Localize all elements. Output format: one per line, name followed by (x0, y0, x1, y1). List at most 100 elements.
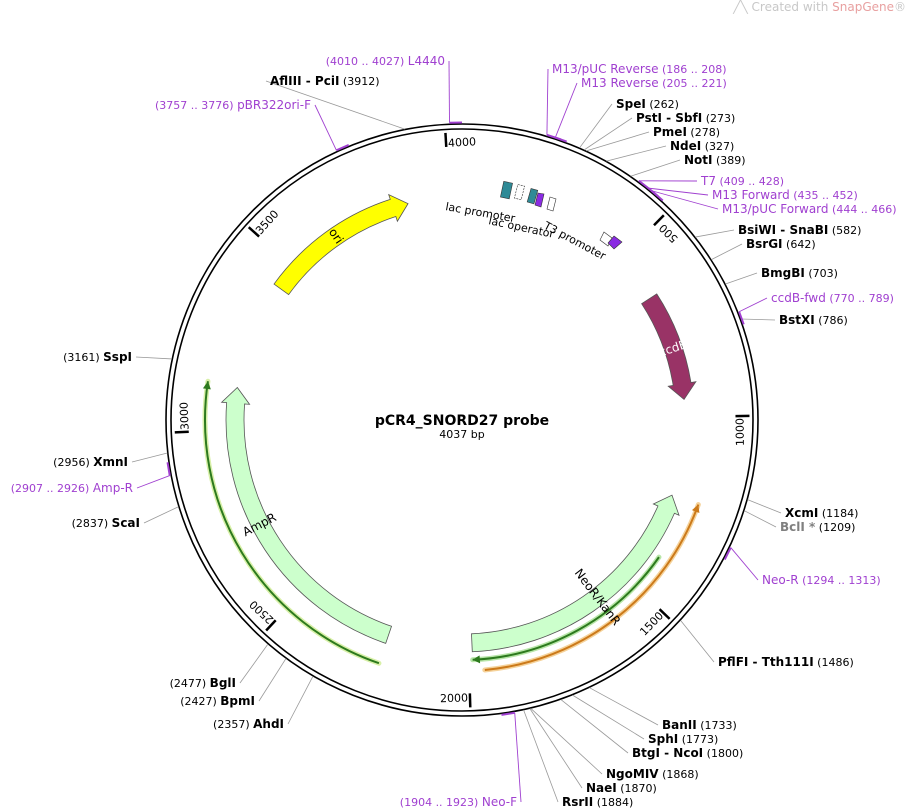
ccdb-feature-arrow[interactable] (641, 293, 697, 401)
primer-range: (186 .. 208) (659, 63, 727, 76)
enzyme-name: BtgI (632, 746, 660, 760)
m13-rev-feature (534, 192, 545, 208)
enzyme-leader-line (560, 699, 629, 754)
primer-name: Neo-R (762, 573, 799, 587)
enzyme-position: (2357) (213, 718, 253, 731)
primer-label-neo-r[interactable]: Neo-R (1294 .. 1313) (762, 573, 881, 587)
ori-feature-arrow[interactable] (273, 193, 409, 296)
enzyme-name: SphI (648, 732, 678, 746)
enzyme-label-bpmi[interactable]: (2427) BpmI (180, 694, 255, 708)
enzyme-label-rsrii[interactable]: RsrII (1884) (562, 795, 633, 809)
enzyme-label-banii[interactable]: BanII (1733) (662, 718, 737, 732)
primer-name: T7 (700, 174, 716, 188)
enzyme-label-naei[interactable]: NaeI (1870) (586, 781, 657, 795)
primer-label-m13-puc-forward[interactable]: M13/pUC Forward (444 .. 466) (722, 202, 897, 216)
enzyme-label-bgli[interactable]: (2477) BglI (170, 676, 236, 690)
lac-operator-feature[interactable] (526, 188, 539, 205)
enzyme-leader-line (131, 452, 168, 463)
enzyme-leader-line (143, 506, 179, 524)
enzyme-label-ahdi[interactable]: (2357) AhdI (213, 717, 284, 731)
enzyme-name: BanII (662, 718, 697, 732)
enzyme-name: SpeI (616, 97, 646, 111)
watermark-reg: ® (894, 0, 906, 14)
enzyme-label-xmni[interactable]: (2956) XmnI (53, 455, 128, 469)
primer-label-l4440[interactable]: (4010 .. 4027) L4440 (326, 54, 445, 68)
primer-label-ccdb-fwd[interactable]: ccdB-fwd (770 .. 789) (771, 291, 894, 305)
enzyme-label-btgi[interactable]: BtgI - NcoI (1800) (632, 746, 743, 760)
enzyme-leader-line (584, 117, 633, 151)
primer-name: Neo-F (482, 795, 517, 809)
enzyme-name: NgoMIV (606, 767, 659, 781)
enzyme-name: BstXI (779, 313, 815, 327)
enzyme-separator: - (748, 655, 761, 669)
enzyme-leader-line (630, 159, 681, 177)
backbone-outer (165, 123, 759, 717)
lac-promoter-feature[interactable] (500, 180, 513, 200)
enzyme-label-ngomiv[interactable]: NgoMIV (1868) (606, 767, 699, 781)
enzyme-label-sspi[interactable]: (3161) SspI (63, 350, 132, 364)
enzyme-position: (786) (815, 314, 848, 327)
t3-left-arrow (546, 196, 557, 212)
ampr-feature-arrow[interactable] (220, 386, 393, 644)
neo-orf-green-head (472, 655, 481, 664)
enzyme-label-psti[interactable]: PstI - SbfI (273) (636, 111, 735, 125)
tick-mark (265, 619, 277, 632)
enzyme-name: NdeI (670, 139, 701, 153)
primer-label-t7[interactable]: T7 (409 .. 428) (700, 174, 784, 188)
m13-rev-arrow (534, 192, 545, 208)
enzyme-leader-line (740, 318, 776, 321)
enzyme-label-bstxi[interactable]: BstXI (786) (779, 313, 848, 327)
enzyme-label-afliii[interactable]: AflIII - PciI (3912) (270, 74, 380, 88)
enzyme-label-bmgbi[interactable]: BmgBI (703) (761, 266, 838, 280)
primer-name: M13 Forward (712, 188, 790, 202)
enzyme-label-pmei[interactable]: PmeI (278) (653, 125, 720, 139)
primer-leader-line (738, 297, 768, 313)
neo-orf-orange-head (691, 504, 700, 514)
primer-label-m13-puc-reverse[interactable]: M13/pUC Reverse (186 .. 208) (552, 62, 727, 76)
primer-leader-line (314, 104, 337, 151)
primer-name: pBR322ori-F (237, 98, 311, 112)
enzyme-name: XmnI (93, 455, 128, 469)
enzyme-leader-line (265, 80, 405, 130)
enzyme-label-scai[interactable]: (2837) ScaI (72, 516, 140, 530)
neor-feature-arrow[interactable] (471, 494, 680, 653)
watermark-icon: ╱╲ (733, 0, 752, 14)
primer-name: Amp-R (93, 481, 133, 495)
enzyme-position: (262) (646, 98, 679, 111)
enzyme-leader-line (725, 272, 758, 285)
primer-leader-line (554, 82, 578, 138)
primer-label-neo-f[interactable]: (1904 .. 1923) Neo-F (400, 795, 517, 809)
enzyme-label-bsrgi[interactable]: BsrGI (642) (746, 237, 816, 251)
enzyme-label-sphi[interactable]: SphI (1773) (648, 732, 718, 746)
primer-range: (205 .. 221) (659, 77, 727, 90)
enzyme-label-bsiwi[interactable]: BsiWI - SnaBI (582) (738, 223, 861, 237)
primer-label-m13-reverse[interactable]: M13 Reverse (205 .. 221) (581, 76, 727, 90)
primer-label-m13-forward[interactable]: M13 Forward (435 .. 452) (712, 188, 858, 202)
t3-promoter-feature[interactable] (599, 231, 623, 250)
lac-operator-box (526, 188, 539, 205)
enzyme-leader-line (680, 620, 715, 663)
primer-binding-mark (554, 136, 568, 143)
enzyme-label-ndei[interactable]: NdeI (327) (670, 139, 734, 153)
primer-label-pbr322ori-f[interactable]: (3757 .. 3776) pBR322ori-F (155, 98, 311, 112)
enzyme-separator: - (662, 111, 675, 125)
primer-range: (1904 .. 1923) (400, 796, 482, 809)
enzyme-label-pflfi[interactable]: PflFI - Tth111I (1486) (718, 655, 854, 669)
neo-orf-orange[interactable] (484, 504, 700, 671)
enzyme-label-xcmi[interactable]: XcmI (1184) (785, 506, 858, 520)
primer-binding-mark (638, 179, 651, 190)
amp-orf-green[interactable] (204, 381, 380, 665)
enzyme-label-spei[interactable]: SpeI (262) (616, 97, 679, 111)
watermark-prefix: Created with (751, 0, 833, 14)
enzyme-leader-line (530, 708, 603, 775)
primer-label-amp-r[interactable]: (2907 .. 2926) Amp-R (11, 481, 133, 495)
enzyme-label-noti[interactable]: NotI (389) (684, 153, 746, 167)
enzyme-leader-line (744, 510, 777, 528)
enzyme-name: PmeI (653, 125, 687, 139)
primer-name: M13/pUC Reverse (552, 62, 659, 76)
neo-orf-green[interactable] (472, 556, 660, 661)
enzyme-position: (1884) (593, 796, 633, 809)
enzyme-leader-line (135, 356, 172, 360)
enzyme-label-bcli[interactable]: BclI * (1209) (780, 520, 855, 534)
enzyme-leader-line (572, 694, 645, 740)
